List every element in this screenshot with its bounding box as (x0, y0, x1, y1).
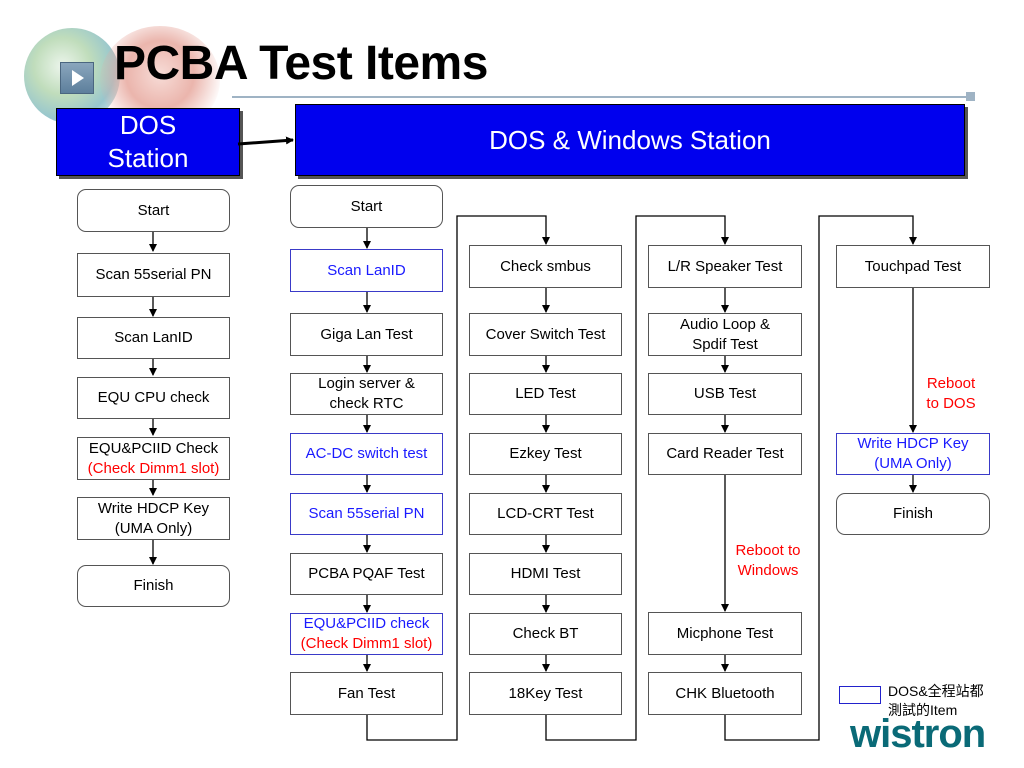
c1-fan-test: Fan Test (290, 672, 443, 715)
dos-equ-cpu-check-label: EQU CPU check (97, 389, 210, 406)
c2-ezkey-test: Ezkey Test (469, 433, 622, 475)
c2-led-test-label: LED Test (515, 385, 576, 402)
dos-station-header: DOS Station (56, 108, 240, 176)
c3-audio-loop-line2: Spdif Test (692, 335, 758, 353)
c4-write-hdcp-key: Write HDCP Key (UMA Only) (836, 433, 990, 475)
legend-line1: DOS&全程站都 (888, 683, 984, 699)
link-col2-col3 (545, 215, 729, 741)
c1-login-server-rtc: Login server & check RTC (290, 373, 443, 415)
c2-lcd-crt-test-label: LCD-CRT Test (497, 505, 594, 522)
dos-scan-lanid: Scan LanID (77, 317, 230, 359)
play-icon[interactable] (60, 62, 94, 94)
c3-card-reader-test-label: Card Reader Test (666, 445, 784, 462)
c2-ezkey-test-label: Ezkey Test (509, 445, 582, 462)
c1-scan-serial-pn: Scan 55serial PN (290, 493, 443, 535)
c2-hdmi-test: HDMI Test (469, 553, 622, 595)
header-link-arrow (237, 136, 294, 146)
c3-chk-bluetooth-label: CHK Bluetooth (675, 684, 775, 702)
c3-usb-test: USB Test (648, 373, 802, 415)
c2-check-bt: Check BT (469, 613, 622, 655)
c3-lr-speaker-test-label: L/R Speaker Test (667, 257, 783, 275)
legend-line2: 測試的Item (888, 702, 958, 718)
c1-start: Start (290, 185, 443, 228)
dos-equ-pciid-check-line2: (Check Dimm1 slot) (87, 459, 220, 477)
reboot-to-dos-line1: Reboot (926, 375, 976, 392)
c3-audio-loop-spdif-test: Audio Loop & Spdif Test (648, 313, 802, 356)
c2-18key-test-label: 18Key Test (508, 684, 583, 702)
link-col3-col4 (724, 215, 917, 741)
dos-station-label-line2: Station (107, 143, 189, 173)
c3-lr-speaker-test: L/R Speaker Test (648, 245, 802, 288)
dos-finish: Finish (77, 565, 230, 607)
c1-scan-lanid-label: Scan LanID (327, 261, 406, 279)
legend-text: DOS&全程站都 測試的Item (888, 682, 1018, 720)
c3-micphone-test: Micphone Test (648, 612, 802, 655)
dos-windows-station-label: DOS & Windows Station (489, 124, 771, 155)
c2-led-test: LED Test (469, 373, 622, 415)
c3-card-reader-test: Card Reader Test (648, 433, 802, 475)
c1-giga-lan-test-label: Giga Lan Test (320, 325, 413, 343)
c1-login-server-line1: Login server & (318, 375, 415, 392)
c4-touchpad-test-label: Touchpad Test (864, 257, 962, 275)
c4-finish: Finish (836, 493, 990, 535)
reboot-to-windows-line2: Windows (737, 562, 799, 579)
c1-scan-lanid: Scan LanID (290, 249, 443, 292)
dos-write-hdcp-key: Write HDCP Key (UMA Only) (77, 497, 230, 540)
dos-equ-pciid-check-line1: EQU&PCIID Check (88, 439, 219, 457)
c1-login-server-line2: check RTC (329, 395, 404, 412)
c3-audio-loop-line1: Audio Loop & (679, 315, 771, 333)
dos-finish-label: Finish (133, 577, 174, 594)
dos-equ-cpu-check: EQU CPU check (77, 377, 230, 419)
dos-scan-lanid-label: Scan LanID (114, 329, 193, 346)
c4-touchpad-test: Touchpad Test (836, 245, 990, 288)
underline-square (966, 92, 975, 101)
c1-pcba-pqaf-test: PCBA PQAF Test (290, 553, 443, 595)
dos-scan-serial-pn-label: Scan 55serial PN (95, 266, 212, 283)
c2-check-bt-label: Check BT (512, 625, 579, 642)
c4-finish-label: Finish (892, 505, 933, 522)
c3-micphone-test-label: Micphone Test (676, 624, 774, 642)
c1-pcba-pqaf-test-label: PCBA PQAF Test (308, 565, 425, 582)
dos-start: Start (77, 189, 230, 232)
dos-equ-pciid-check: EQU&PCIID Check (Check Dimm1 slot) (77, 437, 230, 480)
link-col1-col2 (366, 215, 550, 741)
legend-swatch (839, 686, 881, 704)
c2-18key-test: 18Key Test (469, 672, 622, 715)
c1-giga-lan-test: Giga Lan Test (290, 313, 443, 356)
c4-write-hdcp-key-line2: (UMA Only) (874, 455, 952, 472)
wistron-logo: wistron (850, 712, 986, 756)
c1-fan-test-label: Fan Test (337, 684, 396, 702)
c2-cover-switch-test-label: Cover Switch Test (485, 325, 606, 343)
reboot-to-windows-note: Reboot to Windows (726, 541, 810, 581)
c2-hdmi-test-label: HDMI Test (510, 565, 581, 582)
dos-windows-station-header: DOS & Windows Station (295, 104, 965, 176)
dos-start-label: Start (137, 201, 170, 219)
dos-station-label-line1: DOS (119, 110, 177, 140)
c1-ac-dc-switch-test-label: AC-DC switch test (305, 445, 428, 462)
reboot-to-dos-note: Reboot to DOS (916, 374, 986, 414)
c2-check-smbus: Check smbus (469, 245, 622, 288)
c4-write-hdcp-key-line1: Write HDCP Key (857, 435, 969, 452)
c3-chk-bluetooth: CHK Bluetooth (648, 672, 802, 715)
c1-equ-pciid-check: EQU&PCIID check (Check Dimm1 slot) (290, 613, 443, 655)
reboot-to-windows-line1: Reboot to (735, 542, 801, 559)
c1-start-label: Start (350, 197, 383, 215)
c1-equ-pciid-check-line2: (Check Dimm1 slot) (300, 635, 433, 652)
page-title: PCBA Test Items (114, 37, 488, 90)
dos-write-hdcp-key-line2: (UMA Only) (114, 519, 193, 537)
c3-usb-test-label: USB Test (693, 385, 757, 402)
c1-scan-serial-pn-label: Scan 55serial PN (308, 505, 425, 522)
c2-cover-switch-test: Cover Switch Test (469, 313, 622, 356)
reboot-to-dos-line2: to DOS (926, 395, 976, 412)
c1-equ-pciid-check-line1: EQU&PCIID check (303, 615, 430, 632)
c2-lcd-crt-test: LCD-CRT Test (469, 493, 622, 535)
title-underline (232, 96, 970, 98)
c2-check-smbus-label: Check smbus (500, 257, 591, 275)
c1-ac-dc-switch-test: AC-DC switch test (290, 433, 443, 475)
dos-scan-serial-pn: Scan 55serial PN (77, 253, 230, 297)
dos-write-hdcp-key-line1: Write HDCP Key (97, 499, 210, 517)
